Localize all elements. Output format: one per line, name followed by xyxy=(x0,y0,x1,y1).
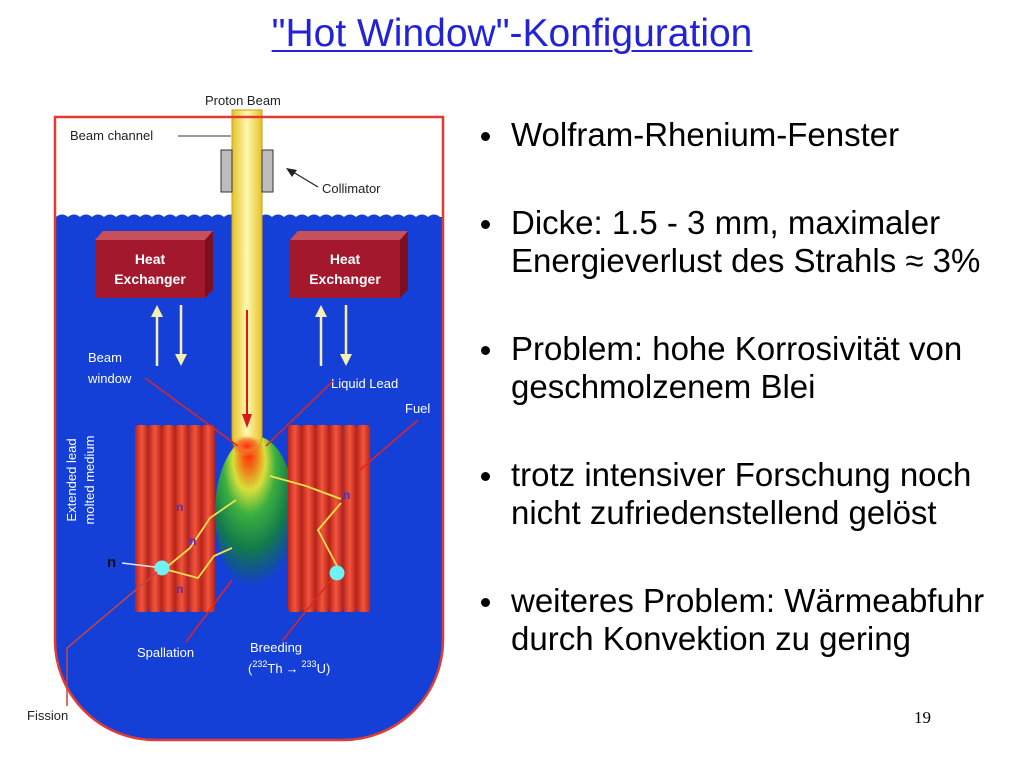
fuel-rod xyxy=(201,425,215,612)
heat-exchanger-label-line1: Heat xyxy=(135,251,166,267)
bullet-item: Problem: hohe Korrosivität von geschmolz… xyxy=(478,330,1008,406)
bullet-text: Wolfram-Rhenium-Fenster xyxy=(511,116,900,153)
breeding-reaction-close: ) xyxy=(326,661,330,676)
neutron-label: n xyxy=(176,582,183,596)
arrow-down-head xyxy=(340,354,352,366)
neutron-label-outside: n xyxy=(107,554,116,571)
beam-channel-label: Beam channel xyxy=(70,128,153,143)
proton-beam-label: Proton Beam xyxy=(205,93,281,108)
breeding-product-mass: 233 xyxy=(302,659,317,669)
heat-exchanger-left: Heat Exchanger xyxy=(95,231,213,298)
page-number: 19 xyxy=(914,708,931,727)
collimator-block-right xyxy=(261,149,274,193)
collimator xyxy=(220,149,274,193)
fuel-label: Fuel xyxy=(405,401,430,416)
bullet-marker xyxy=(481,220,490,229)
breeding-arrow: → xyxy=(286,661,299,676)
breeding-reaction: (232Th →233U) xyxy=(248,659,330,676)
collimator-label: Collimator xyxy=(322,181,381,196)
fuel-rod xyxy=(342,425,357,612)
fuel-rod xyxy=(329,425,343,612)
bullet-list: Wolfram-Rhenium-Fenster Dicke: 1.5 - 3 m… xyxy=(478,116,1008,708)
fuel-leader xyxy=(359,419,419,471)
heat-exchanger-front-face xyxy=(290,240,400,298)
heat-exchanger-label-line2: Exchanger xyxy=(114,271,186,287)
fuel-rod xyxy=(161,425,175,612)
collimator-arrowhead xyxy=(286,168,297,177)
spallation-label: Spallation xyxy=(137,645,194,660)
slide-title: "Hot Window"-Konfiguration xyxy=(271,12,753,55)
beam-window-glow xyxy=(231,435,263,457)
breeding-product: U xyxy=(317,661,326,676)
bullet-marker xyxy=(481,132,490,141)
bullet-marker xyxy=(481,472,490,481)
bullet-item: Wolfram-Rhenium-Fenster xyxy=(478,116,1008,154)
breeding-parent-mass: 232 xyxy=(252,659,267,669)
bullet-text: Problem: hohe Korrosivität von geschmolz… xyxy=(511,330,963,405)
bullet-item: Dicke: 1.5 - 3 mm, maximaler Energieverl… xyxy=(478,204,1008,280)
neutron-path xyxy=(316,502,342,567)
arrow-up-head xyxy=(315,305,327,317)
heat-exchanger-top-face xyxy=(290,231,408,240)
extended-lead-label-line2: molted medium xyxy=(82,436,97,525)
bullet-marker xyxy=(481,598,490,607)
extended-lead-label-line1: Extended lead xyxy=(64,438,79,521)
collimator-block-left xyxy=(220,149,233,193)
fuel-rod xyxy=(315,425,330,612)
neutron-label: n xyxy=(176,500,183,514)
bullet-text: Dicke: 1.5 - 3 mm, maximaler Energieverl… xyxy=(511,204,981,279)
breeding-parent: Th xyxy=(267,661,282,676)
fuel-rod xyxy=(188,425,202,612)
heat-exchanger-right: Heat Exchanger xyxy=(290,231,408,298)
heat-exchanger-label-line2: Exchanger xyxy=(309,271,381,287)
convection-arrows-left xyxy=(151,305,187,366)
fuel-rod xyxy=(301,425,316,612)
breeding-reaction-open: ( xyxy=(248,661,253,676)
neutron-leader-line xyxy=(121,562,156,568)
fission-label: Fission xyxy=(27,708,68,723)
neutron-label: n xyxy=(343,488,350,502)
beam-direction-arrowhead xyxy=(242,414,252,428)
arrow-up-head xyxy=(151,305,163,317)
bullet-marker xyxy=(481,346,490,355)
neutron-label: n xyxy=(189,534,196,548)
neutron-path xyxy=(167,499,237,567)
fuel-rod xyxy=(148,425,162,612)
fuel-rods-left xyxy=(135,425,215,612)
bullet-item: weiteres Problem: Wärmeabfuhr durch Konv… xyxy=(478,582,1008,658)
breeding-label: Breeding xyxy=(250,640,302,655)
fuel-rod xyxy=(174,425,189,612)
fuel-rod xyxy=(356,425,371,612)
fission-leader xyxy=(66,571,158,706)
breeding-leader xyxy=(281,579,332,642)
beam-window-leader xyxy=(144,377,239,447)
liquid-lead-leader xyxy=(265,380,334,447)
fuel-rod xyxy=(288,425,302,612)
fuel-rods-right xyxy=(288,425,371,612)
heat-exchanger-label-line1: Heat xyxy=(330,251,361,267)
spallation-leader xyxy=(185,579,233,643)
beam-window-label-line1: Beam xyxy=(88,350,122,365)
collimator-leader xyxy=(292,171,319,188)
bullet-text: trotz intensiver Forschung noch nicht zu… xyxy=(511,456,972,531)
heat-exchanger-side-face xyxy=(205,231,213,298)
heat-exchanger-front-face xyxy=(95,240,205,298)
vessel-outline xyxy=(53,115,445,742)
bullet-item: trotz intensiver Forschung noch nicht zu… xyxy=(478,456,1008,532)
beam-window-label-line2: window xyxy=(87,371,132,386)
heat-exchanger-side-face xyxy=(400,231,408,298)
neutron-path xyxy=(269,475,342,500)
fission-event-dot xyxy=(154,560,170,576)
liquid-lead-label: Liquid Lead xyxy=(331,376,398,391)
heat-exchanger-top-face xyxy=(95,231,213,240)
spallation-zone xyxy=(215,436,295,588)
extended-lead-label: Extended lead molted medium xyxy=(64,436,97,525)
bullet-text: weiteres Problem: Wärmeabfuhr durch Konv… xyxy=(511,582,985,657)
hot-window-reactor-diagram: Heat Exchanger Heat Exchanger n n n n xyxy=(27,93,445,742)
convection-arrows-right xyxy=(315,305,352,366)
arrow-down-head xyxy=(175,354,187,366)
neutron-path xyxy=(167,547,233,580)
fission-event-dot xyxy=(329,565,345,581)
